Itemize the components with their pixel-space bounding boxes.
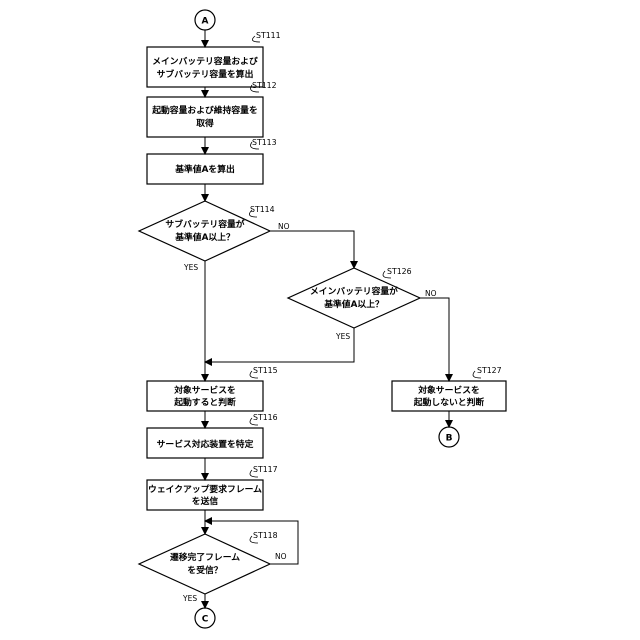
process-st113-line-1: 基準値Aを算出 [174, 163, 235, 175]
connector-c: C [195, 608, 215, 628]
process-st116-line-1: サービス対応装置を特定 [157, 438, 254, 450]
connector-b: B [439, 427, 459, 447]
step-label-st114: ST114 [250, 205, 275, 214]
step-label-st113: ST113 [252, 138, 277, 147]
process-st113: ST113 基準値Aを算出 [147, 138, 277, 184]
decision-st126-no-label: NO [425, 289, 437, 298]
process-st111-line-1: メインバッテリ容量および [152, 55, 258, 67]
decision-st118-line-1: 遷移完了フレーム [170, 551, 240, 563]
process-st112-line-2: 取得 [196, 117, 214, 129]
process-st115-line-1: 対象サービスを [173, 384, 236, 396]
process-st112-line-1: 起動容量および維持容量を [151, 104, 258, 116]
decision-st114-line-2: 基準値A以上？ [174, 231, 235, 243]
connector-a: A [195, 10, 215, 30]
process-st127-line-1: 対象サービスを [417, 384, 480, 396]
step-label-st117: ST117 [253, 465, 278, 474]
step-label-st127: ST127 [477, 366, 502, 375]
process-st115-line-2: 起動すると判断 [173, 396, 236, 408]
decision-st114-line-1: サブバッテリ容量が [165, 218, 244, 230]
decision-st126: ST126 メインバッテリ容量が 基準値A以上？ YES NO [288, 267, 437, 341]
step-label-st116: ST116 [253, 413, 278, 422]
process-st116: ST116 サービス対応装置を特定 [147, 413, 278, 458]
decision-st126-line-2: 基準値A以上？ [323, 298, 384, 310]
step-label-st111: ST111 [256, 31, 281, 40]
decision-st114: ST114 サブバッテリ容量が 基準値A以上？ YES NO [139, 201, 290, 272]
connector-c-label: C [202, 615, 209, 625]
process-st115: ST115 対象サービスを 起動すると判断 [147, 366, 278, 411]
step-label-st126: ST126 [387, 267, 412, 276]
decision-st118-yes-label: YES [182, 594, 197, 603]
process-st111-line-2: サブバッテリ容量を算出 [157, 68, 254, 80]
process-st112: ST112 起動容量および維持容量を 取得 [147, 81, 277, 137]
process-st117-line-2: を送信 [192, 495, 219, 507]
step-label-st118: ST118 [253, 531, 278, 540]
process-st117: ST117 ウェイクアップ要求フレーム を送信 [147, 465, 278, 510]
decision-st118-no-label: NO [275, 552, 287, 561]
process-st111: ST111 メインバッテリ容量および サブバッテリ容量を算出 [147, 31, 281, 87]
decision-st114-yes-label: YES [183, 263, 198, 272]
step-label-st115: ST115 [253, 366, 278, 375]
connector-a-label: A [202, 17, 209, 27]
decision-st126-line-1: メインバッテリ容量が [310, 285, 398, 297]
step-label-st112: ST112 [252, 81, 277, 90]
decision-st126-yes-label: YES [335, 332, 350, 341]
process-st117-line-1: ウェイクアップ要求フレーム [148, 483, 262, 495]
decision-st118-line-2: を受信？ [187, 564, 222, 576]
connector-b-label: B [446, 434, 453, 444]
decision-st114-no-label: NO [278, 222, 290, 231]
decision-st118: ST118 遷移完了フレーム を受信？ YES NO [139, 531, 287, 603]
process-st127-line-2: 起動しないと判断 [413, 396, 485, 408]
